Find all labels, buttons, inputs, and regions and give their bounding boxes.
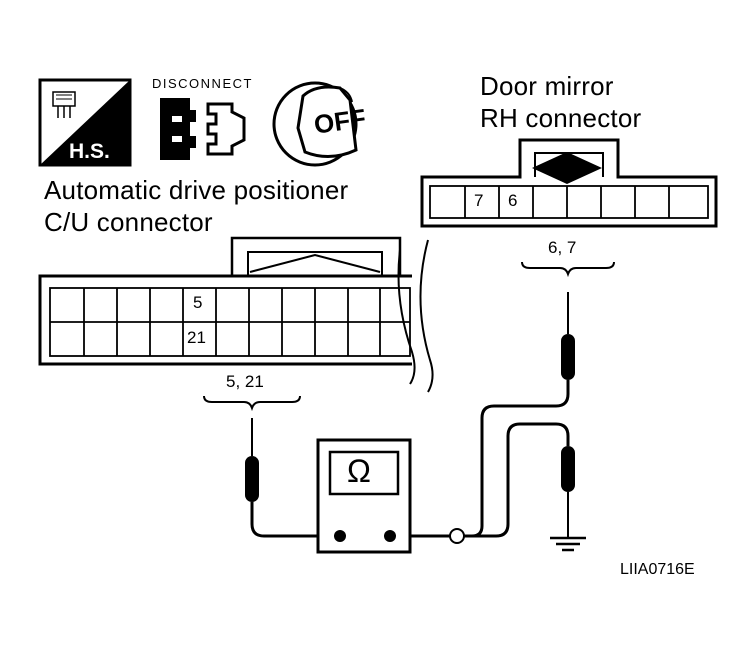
cu-connector-title-1: Automatic drive positioner [44,175,349,205]
cu-connector [38,236,434,393]
mirror-connector-title-2: RH connector [480,103,642,133]
probe-brackets [203,261,615,412]
disconnect-label: DISCONNECT [152,76,253,91]
mirror-pin-7: 7 [474,191,484,210]
mirror-pin-6: 6 [508,191,518,210]
probe-ground [550,446,586,552]
probe-left [245,418,259,502]
disconnect-icon [160,98,246,160]
probe-mirror [561,292,575,380]
cu-connector-title-2: C/U connector [44,207,213,237]
cu-pin-5: 5 [193,293,203,312]
cu-pin-21: 21 [187,328,206,347]
junction-point [449,528,465,544]
ohmmeter [316,438,412,554]
mirror-connector [420,138,718,228]
ignition-off-icon [272,81,358,167]
cu-probe-label: 5, 21 [226,372,264,391]
figure-code: LIIA0716E [620,561,695,578]
hs-label: H.S. [69,140,110,163]
mirror-probe-label: 6, 7 [548,238,577,257]
harness-side-icon [38,78,132,167]
ohm-symbol: Ω [347,453,371,489]
mirror-connector-title-1: Door mirror [480,71,614,101]
